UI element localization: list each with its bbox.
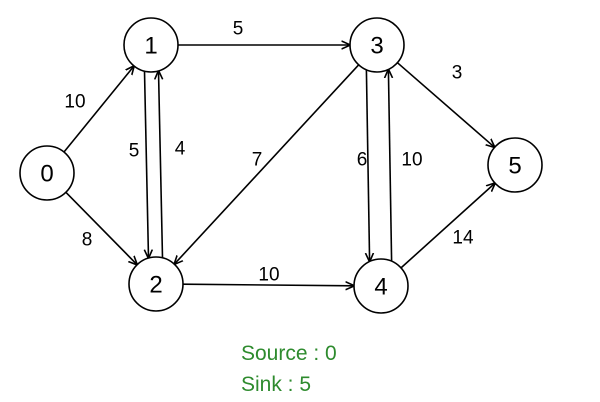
edge-3-to-5	[396, 62, 494, 148]
edge-capacity-2-to-4: 10	[258, 265, 279, 286]
edge-1-to-2	[145, 71, 149, 258]
node-3: 3	[349, 17, 405, 73]
node-circle	[353, 258, 409, 314]
node-circle	[487, 137, 543, 193]
edge-0-to-1	[63, 66, 134, 153]
edge-0-to-2	[65, 191, 137, 264]
sink-caption: Sink : 5	[241, 373, 312, 396]
node-label: 1	[144, 33, 157, 60]
node-2: 2	[128, 256, 184, 312]
node-label: 2	[149, 272, 162, 299]
edge-capacity-1-to-2: 5	[129, 141, 140, 162]
nodes-layer: 0 1 2 3 4 5	[19, 17, 543, 314]
edge-4-to-3	[388, 70, 391, 262]
edges-layer	[63, 45, 495, 286]
edge-capacity-4-to-5: 14	[452, 228, 474, 249]
node-circle	[19, 145, 75, 201]
edge-capacity-0-to-2: 8	[82, 230, 93, 251]
node-label: 5	[508, 153, 521, 180]
node-4: 4	[353, 258, 409, 314]
node-5: 5	[487, 137, 543, 193]
edge-labels-layer: 10 8 5 5 4 7 3 6 10 10 14	[64, 19, 474, 286]
node-label: 0	[40, 161, 53, 188]
edge-capacity-3-to-5: 3	[452, 63, 463, 84]
edge-4-to-5	[400, 183, 495, 269]
edge-3-to-4	[366, 69, 369, 262]
edge-capacity-2-to-1: 4	[175, 139, 186, 160]
node-circle	[349, 17, 405, 73]
node-label: 4	[374, 274, 387, 301]
edge-capacity-3-to-4: 6	[357, 150, 368, 171]
source-caption: Source : 0	[241, 342, 337, 365]
edge-2-to-4	[182, 284, 354, 286]
edge-2-to-1	[159, 71, 163, 258]
edge-capacity-1-to-3: 5	[233, 19, 244, 40]
node-0: 0	[19, 145, 75, 201]
node-label: 3	[370, 33, 383, 60]
node-1: 1	[123, 17, 179, 73]
edge-capacity-0-to-1: 10	[64, 92, 85, 113]
node-circle	[128, 256, 184, 312]
edge-capacity-3-to-2: 7	[252, 150, 263, 171]
edge-3-to-2	[174, 64, 360, 264]
node-circle	[123, 17, 179, 73]
edge-capacity-4-to-3: 10	[401, 150, 422, 171]
